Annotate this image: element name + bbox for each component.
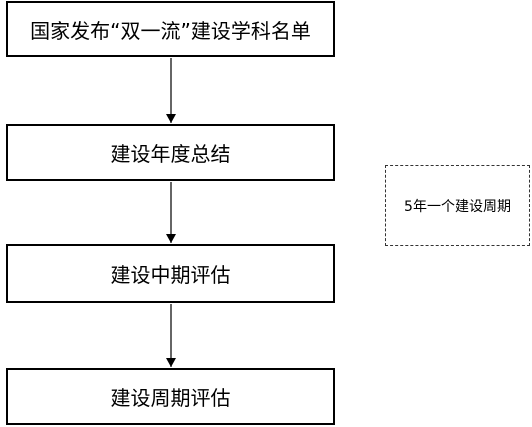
step-label: 国家发布“双一流”建设学科名单 <box>30 18 311 43</box>
step-annual-summary: 建设年度总结 <box>6 124 335 181</box>
step-midterm-evaluation: 建设中期评估 <box>6 244 335 303</box>
step-cycle-evaluation: 建设周期评估 <box>6 368 335 425</box>
step-label: 建设年度总结 <box>110 142 231 166</box>
cycle-note: 5年一个建设周期 <box>385 165 530 246</box>
step-label: 建设周期评估 <box>110 386 231 410</box>
cycle-note-label: 5年一个建设周期 <box>404 198 511 215</box>
step-announce-discipline-list: 国家发布“双一流”建设学科名单 <box>6 1 335 57</box>
step-label: 建设中期评估 <box>110 263 231 287</box>
